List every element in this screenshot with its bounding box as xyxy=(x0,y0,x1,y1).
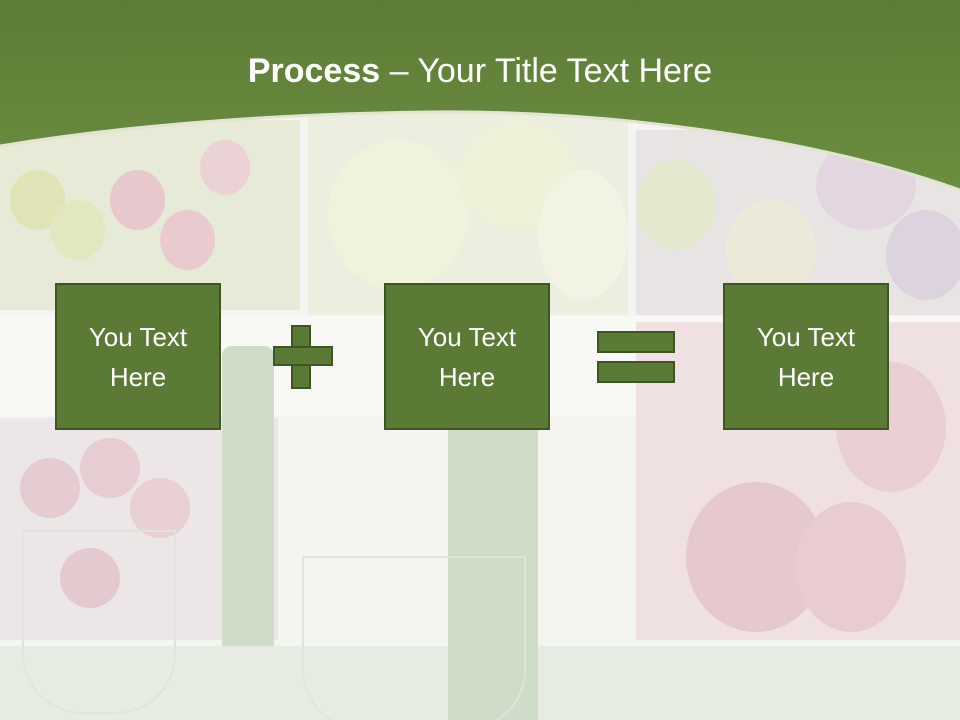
process-box-3[interactable]: You Text Here xyxy=(723,283,889,430)
title-bold: Process xyxy=(247,52,381,90)
process-box-2[interactable]: You Text Here xyxy=(384,283,550,430)
process-box-3-text: You Text Here xyxy=(756,321,856,392)
grapes-photo-top-left xyxy=(0,120,300,310)
wine-bottle-left xyxy=(222,346,274,646)
wine-glass-center xyxy=(302,556,526,720)
green-grapes-photo xyxy=(308,110,628,315)
title-rest: – Your Title Text Here xyxy=(380,52,713,90)
header-banner xyxy=(0,0,960,192)
process-box-1-text: You Text Here xyxy=(88,321,188,392)
wine-glass-left xyxy=(22,530,176,714)
process-box-1[interactable]: You Text Here xyxy=(55,283,221,430)
process-box-2-text: You Text Here xyxy=(417,321,517,392)
slide-title: Process – Your Title Text Here xyxy=(0,52,960,91)
